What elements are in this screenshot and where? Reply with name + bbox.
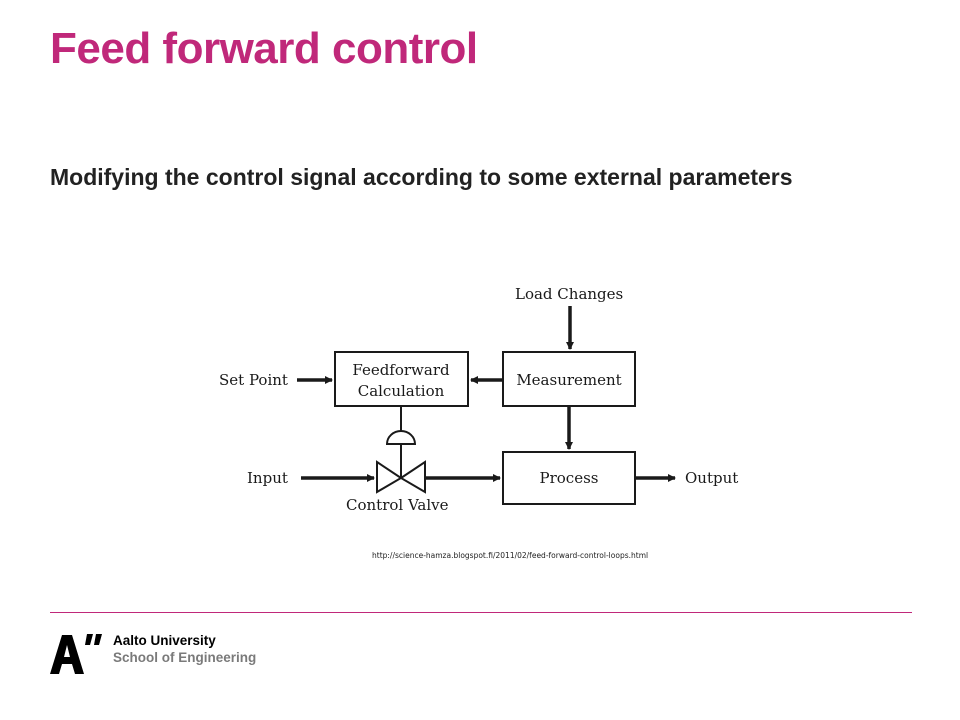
- measurement-label: Measurement: [516, 371, 621, 389]
- control-valve-icon: [376, 460, 426, 494]
- set-point-label: Set Point: [219, 371, 288, 389]
- valve-actuator-icon: [385, 430, 417, 445]
- school-name: School of Engineering: [113, 650, 257, 665]
- feedforward-label-line2: Calculation: [358, 382, 445, 400]
- aalto-logo: [50, 634, 102, 674]
- feedforward-diagram: Load Changes Feedforward Calculation Mea…: [219, 285, 738, 514]
- output-label: Output: [685, 469, 738, 487]
- control-valve-label: Control Valve: [346, 496, 449, 514]
- source-citation: http://science-hamza.blogspot.fi/2011/02…: [372, 551, 649, 560]
- slide-title: Feed forward control: [50, 24, 478, 73]
- feedforward-label-line1: Feedforward: [352, 361, 450, 379]
- input-label: Input: [247, 469, 288, 487]
- footer-divider: [50, 612, 912, 613]
- university-name: Aalto University: [113, 633, 216, 648]
- load-changes-label: Load Changes: [515, 285, 623, 303]
- slide-subtitle: Modifying the control signal according t…: [50, 164, 793, 190]
- measurement-box: [502, 351, 636, 407]
- process-label: Process: [540, 469, 599, 487]
